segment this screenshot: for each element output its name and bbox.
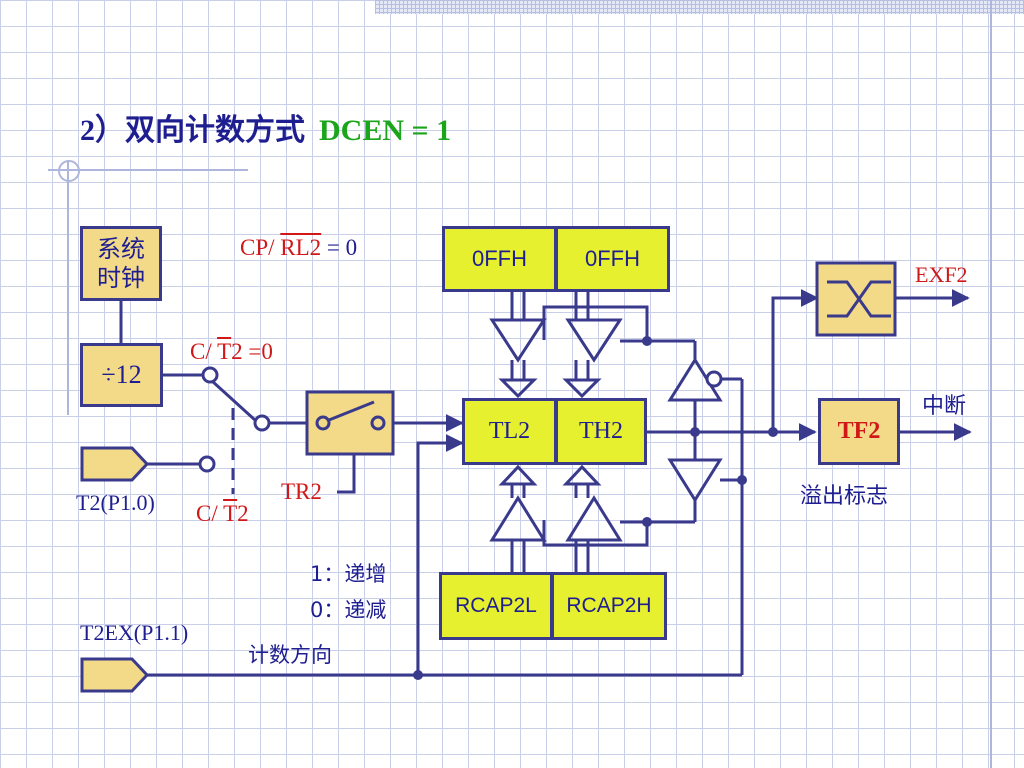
divide-by-12-box: ÷12 <box>80 343 163 407</box>
direction-up-label: 1：递增 <box>310 562 387 586</box>
ct2-bottom-label: C/ T2 <box>196 502 249 525</box>
clock-label-line1: 系统 <box>97 234 145 263</box>
top-decorative-band <box>375 0 1024 14</box>
overflow-flag-label: 溢出标志 <box>800 484 889 509</box>
title-mode: DCEN = 1 <box>319 114 452 147</box>
cp-rl2-label: CP/ RL2 = 0 <box>240 236 357 259</box>
divider-label: ÷12 <box>101 360 142 389</box>
right-decorative-line <box>990 0 992 768</box>
ct2-top-overbar: T <box>217 339 232 364</box>
clock-label-line2: 时钟 <box>97 263 145 292</box>
count-direction-label: 计数方向 <box>248 643 332 667</box>
cp-rl2-overbar: RL2 <box>280 235 322 260</box>
slide-title: 2）双向计数方式 DCEN = 1 <box>80 105 451 149</box>
ct2-bottom-suffix: 2 <box>237 501 249 526</box>
ct2-top-label: C/ T2 =0 <box>190 340 273 363</box>
reload-high-label: 0FFH <box>585 246 640 271</box>
title-circle-ornament <box>58 160 80 182</box>
rcap2h-register-box: RCAP2H <box>551 572 667 640</box>
exf2-label: EXF2 <box>915 262 968 287</box>
t2ex-pin-label: T2EX(P1.1) <box>80 620 189 645</box>
tf2-flag-box: TF2 <box>818 398 900 465</box>
ct2-bottom-overbar: T <box>223 501 238 526</box>
reload-low-box: 0FFH <box>442 226 557 292</box>
title-rule <box>48 169 248 171</box>
rcap2l-label: RCAP2L <box>455 594 537 617</box>
system-clock-box: 系统 时钟 <box>80 226 162 301</box>
ct2-top-suffix: 2 =0 <box>231 339 273 364</box>
tl2-label: TL2 <box>488 418 531 444</box>
tr2-label: TR2 <box>281 479 322 504</box>
interrupt-label: 中断 <box>922 394 967 419</box>
title-main: 2）双向计数方式 <box>80 114 305 147</box>
direction-down-label: 0：递减 <box>310 598 387 622</box>
t2-pin-label: T2(P1.0) <box>76 490 155 515</box>
rcap2h-label: RCAP2H <box>566 594 652 617</box>
th2-register-box: TH2 <box>555 398 647 465</box>
left-decorative-line <box>67 160 69 415</box>
reload-low-label: 0FFH <box>472 246 527 271</box>
ct2-top-prefix: C/ <box>190 339 212 364</box>
reload-high-box: 0FFH <box>555 226 670 292</box>
cp-rl2-value: = 0 <box>321 235 358 260</box>
rcap2l-register-box: RCAP2L <box>439 572 553 640</box>
tl2-register-box: TL2 <box>462 398 557 465</box>
ct2-bottom-prefix: C/ <box>196 501 218 526</box>
th2-label: TH2 <box>579 418 623 444</box>
cp-rl2-prefix: CP/ <box>240 235 275 260</box>
tf2-label: TF2 <box>837 418 881 444</box>
